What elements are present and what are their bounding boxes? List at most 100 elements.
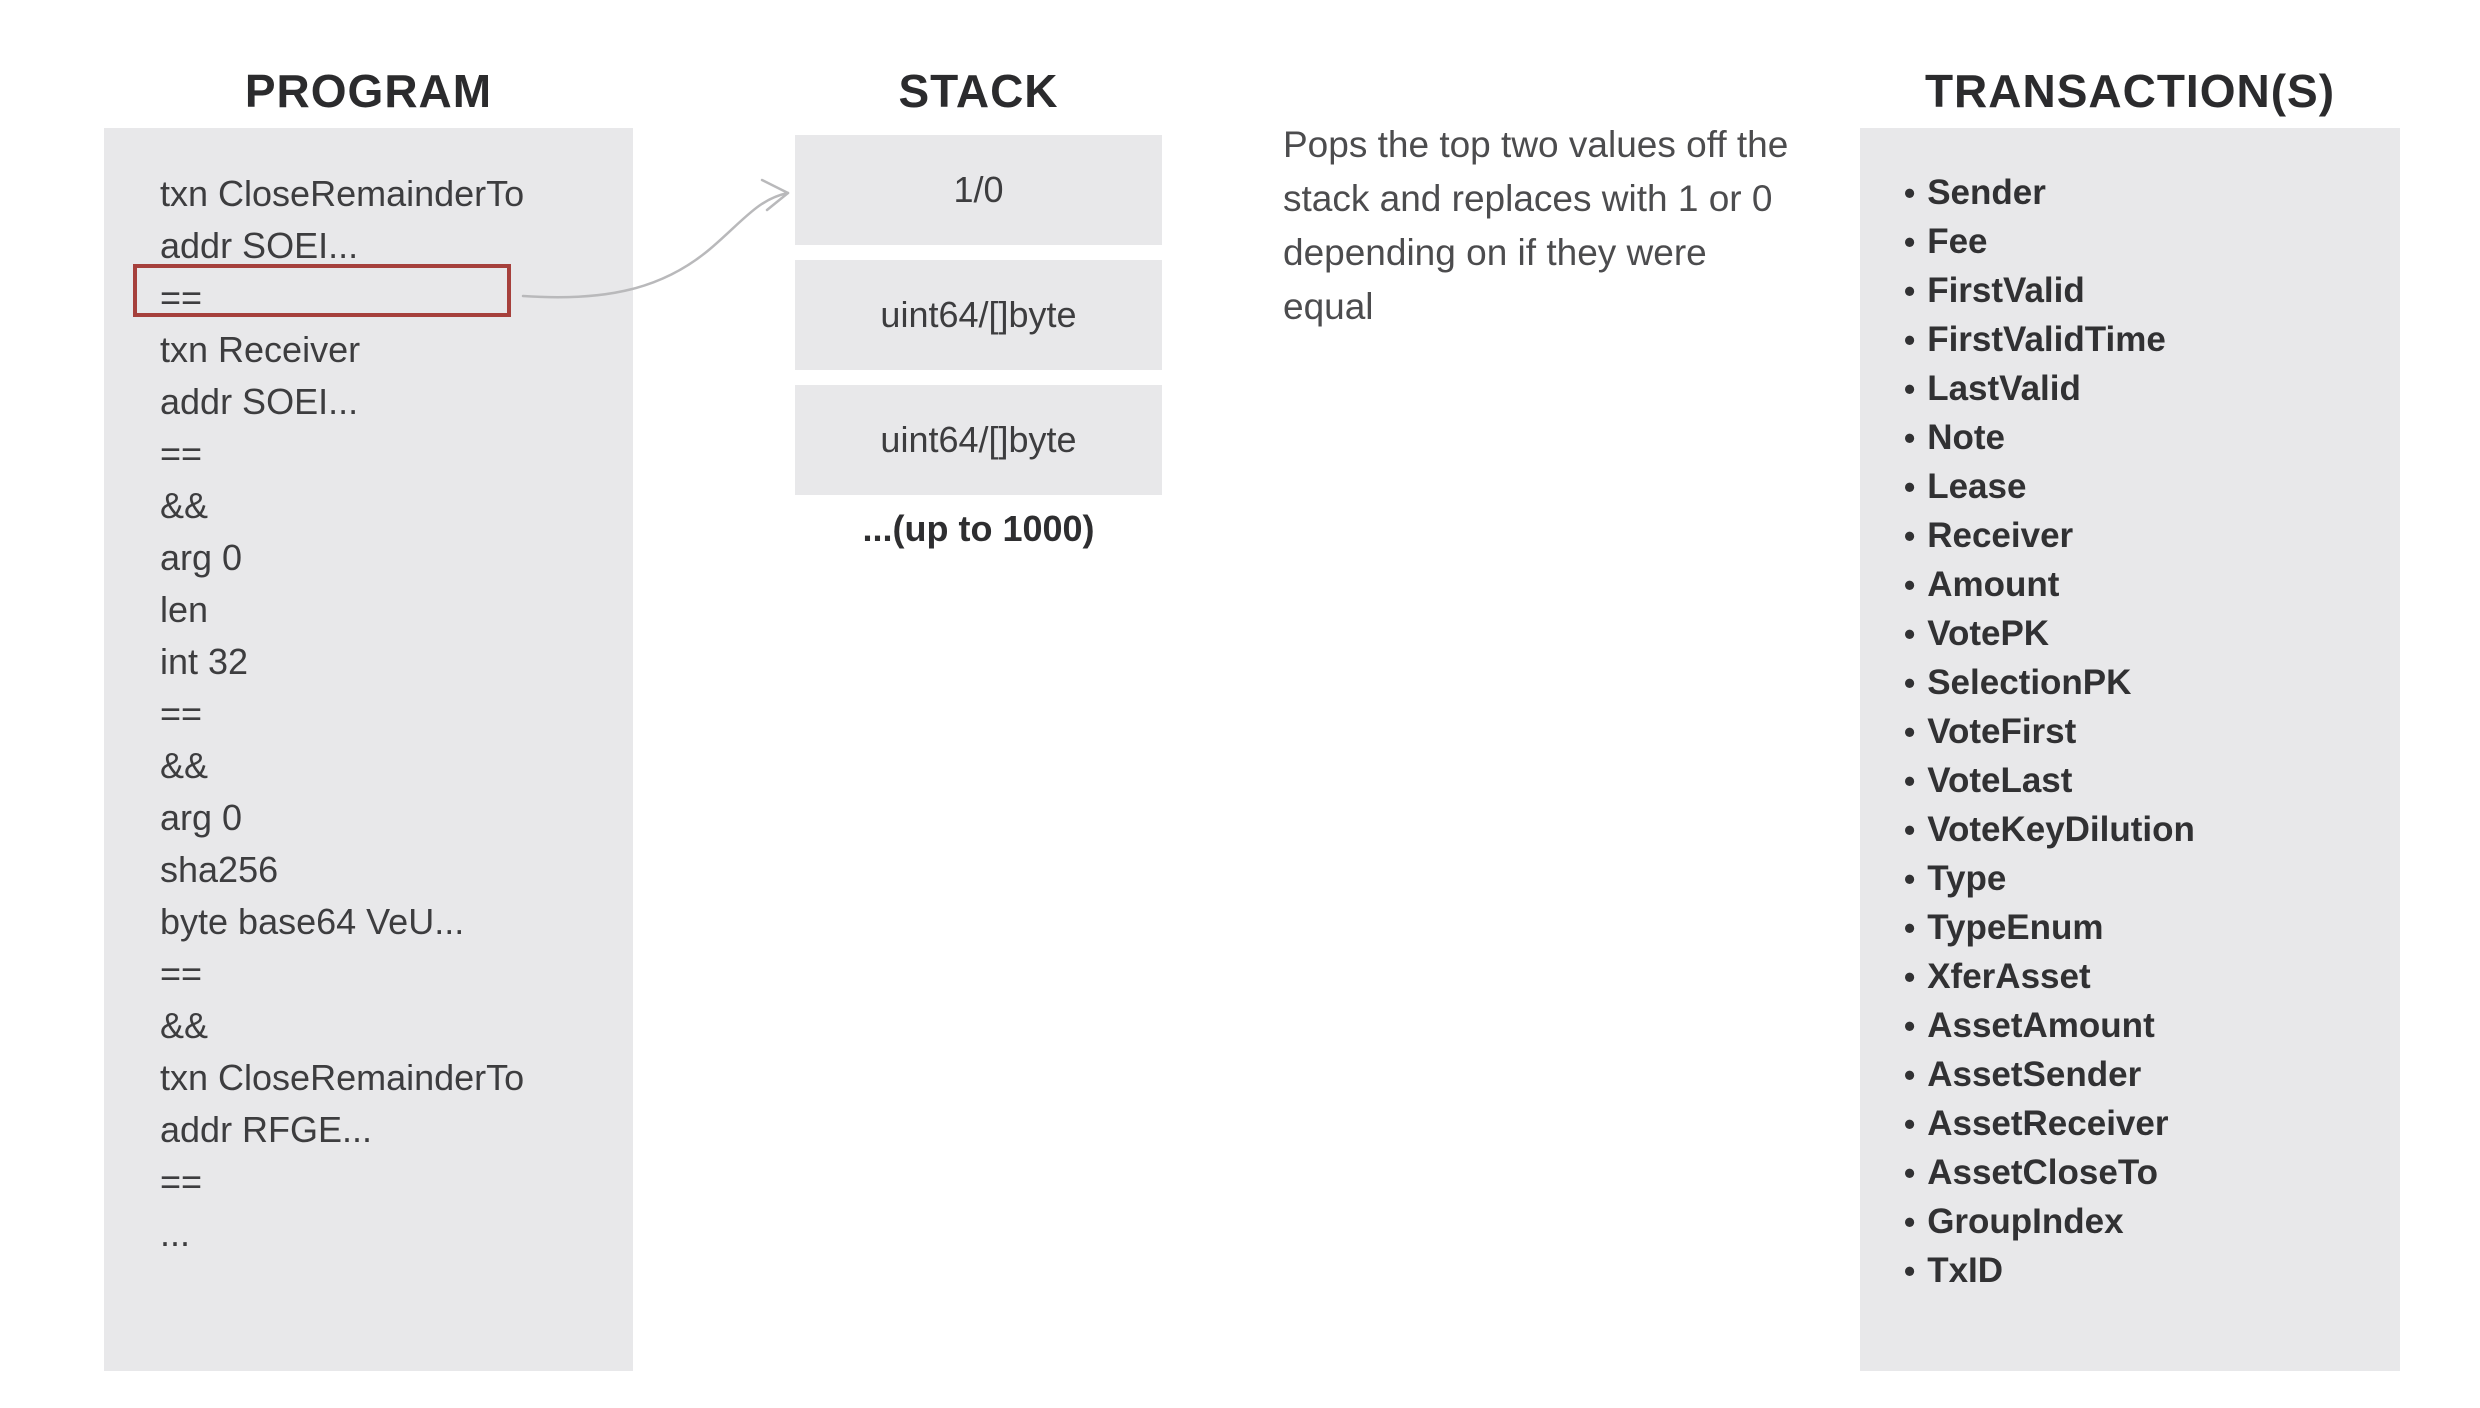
program-column-title: PROGRAM: [244, 65, 493, 117]
program-line: ==: [160, 277, 203, 318]
transaction-field-label: LastValid: [1927, 368, 2081, 408]
bullet-icon: •: [1904, 958, 1916, 995]
opcode-description-line: Pops the top two values off the: [1283, 124, 1789, 165]
transaction-field: • Sender: [1904, 168, 2400, 217]
bullet-icon: •: [1904, 909, 1916, 946]
bullet-icon: •: [1904, 1007, 1916, 1044]
bullet-icon: •: [1904, 566, 1916, 603]
bullet-icon: •: [1904, 1203, 1916, 1240]
opcode-description-line: depending on if they were equal: [1283, 232, 1707, 327]
bullet-icon: •: [1904, 664, 1916, 701]
current-opcode-highlight-box: [133, 264, 511, 317]
program-line: sha256: [160, 849, 279, 890]
program-line: ==: [160, 953, 203, 994]
bullet-icon: •: [1904, 811, 1916, 848]
program-line: addr SOEI...: [160, 225, 359, 266]
transaction-field: • AssetAmount: [1904, 1001, 2400, 1050]
transaction-field: • VoteFirst: [1904, 707, 2400, 756]
bullet-icon: •: [1904, 174, 1916, 211]
program-line: &&: [160, 1005, 209, 1046]
transaction-field-label: AssetSender: [1927, 1054, 2142, 1094]
transaction-field-list: • Sender • Fee • FirstValid • FirstValid…: [1860, 128, 2400, 1295]
transaction-field-label: Type: [1927, 858, 2007, 898]
transaction-field-label: TypeEnum: [1927, 907, 2104, 947]
program-code-list: txn CloseRemainderTo addr SOEI... == txn…: [104, 128, 633, 1260]
bullet-icon: •: [1904, 468, 1916, 505]
transaction-field: • FirstValid: [1904, 266, 2400, 315]
bullet-icon: •: [1904, 713, 1916, 750]
transaction-field: • FirstValidTime: [1904, 315, 2400, 364]
transaction-field: • SelectionPK: [1904, 658, 2400, 707]
transaction-field: • AssetCloseTo: [1904, 1148, 2400, 1197]
program-line: arg 0: [160, 537, 243, 578]
transactions-column-title: TRANSACTION(S): [1924, 65, 2336, 117]
transaction-field: • Fee: [1904, 217, 2400, 266]
stack-slot-list: 1/0 uint64/[]byte uint64/[]byte: [795, 135, 1162, 510]
opcode-description-line: stack and replaces with 1 or 0: [1283, 178, 1773, 219]
program-line: byte base64 VeU...: [160, 901, 465, 942]
program-line: addr SOEI...: [160, 381, 359, 422]
program-line: addr RFGE...: [160, 1109, 373, 1150]
stack-column-title: STACK: [898, 65, 1059, 117]
transaction-field: • TypeEnum: [1904, 903, 2400, 952]
stack-capacity-note: ...(up to 1000): [862, 508, 1095, 549]
bullet-icon: •: [1904, 223, 1916, 260]
bullet-icon: •: [1904, 1056, 1916, 1093]
program-line: ==: [160, 1161, 203, 1202]
transaction-field-label: Amount: [1927, 564, 2060, 604]
opcode-description: Pops the top two values off the stack an…: [1283, 118, 1803, 334]
transaction-field: • TxID: [1904, 1246, 2400, 1295]
program-line: txn CloseRemainderTo: [160, 173, 525, 214]
bullet-icon: •: [1904, 321, 1916, 358]
transaction-field: • VoteKeyDilution: [1904, 805, 2400, 854]
program-line: ...: [160, 1213, 191, 1254]
transaction-field-label: VotePK: [1927, 613, 2050, 653]
transaction-field-label: AssetAmount: [1927, 1005, 2155, 1045]
program-line: ==: [160, 693, 203, 734]
transaction-field-label: SelectionPK: [1927, 662, 2132, 702]
transaction-field: • GroupIndex: [1904, 1197, 2400, 1246]
bullet-icon: •: [1904, 517, 1916, 554]
transaction-field-label: FirstValidTime: [1927, 319, 2166, 359]
bullet-icon: •: [1904, 762, 1916, 799]
bullet-icon: •: [1904, 860, 1916, 897]
bullet-icon: •: [1904, 370, 1916, 407]
program-line: txn CloseRemainderTo: [160, 1057, 525, 1098]
program-panel: txn CloseRemainderTo addr SOEI... == txn…: [104, 128, 633, 1371]
transaction-field: • Lease: [1904, 462, 2400, 511]
bullet-icon: •: [1904, 419, 1916, 456]
program-line: &&: [160, 745, 209, 786]
program-line: &&: [160, 485, 209, 526]
bullet-icon: •: [1904, 1154, 1916, 1191]
transaction-field-label: VoteKeyDilution: [1927, 809, 2195, 849]
transaction-field-label: AssetReceiver: [1927, 1103, 2169, 1143]
arrow-head: [760, 178, 790, 212]
arrow-curve: [521, 191, 790, 299]
program-line: txn Receiver: [160, 329, 361, 370]
bullet-icon: •: [1904, 1105, 1916, 1142]
transaction-field: • XferAsset: [1904, 952, 2400, 1001]
transaction-field: • VotePK: [1904, 609, 2400, 658]
transaction-field-label: VoteFirst: [1927, 711, 2077, 751]
stack-slot: 1/0: [795, 135, 1162, 245]
transaction-field: • LastValid: [1904, 364, 2400, 413]
transaction-field-label: Note: [1927, 417, 2005, 457]
transaction-field-label: TxID: [1927, 1250, 2004, 1290]
transaction-field: • Amount: [1904, 560, 2400, 609]
transaction-field-label: XferAsset: [1927, 956, 2091, 996]
transaction-field-label: GroupIndex: [1927, 1201, 2124, 1241]
bullet-icon: •: [1904, 272, 1916, 309]
program-line: arg 0: [160, 797, 243, 838]
transaction-field: • Receiver: [1904, 511, 2400, 560]
transaction-field-label: FirstValid: [1927, 270, 2085, 310]
transaction-field-label: VoteLast: [1927, 760, 2073, 800]
transaction-field-label: Sender: [1927, 172, 2046, 212]
transaction-field-label: Fee: [1927, 221, 1988, 261]
bullet-icon: •: [1904, 1252, 1916, 1289]
transactions-panel: • Sender • Fee • FirstValid • FirstValid…: [1860, 128, 2400, 1371]
transaction-field: • Type: [1904, 854, 2400, 903]
transaction-field-label: Lease: [1927, 466, 2027, 506]
stack-slot: uint64/[]byte: [795, 385, 1162, 495]
program-line: int 32: [160, 641, 249, 682]
